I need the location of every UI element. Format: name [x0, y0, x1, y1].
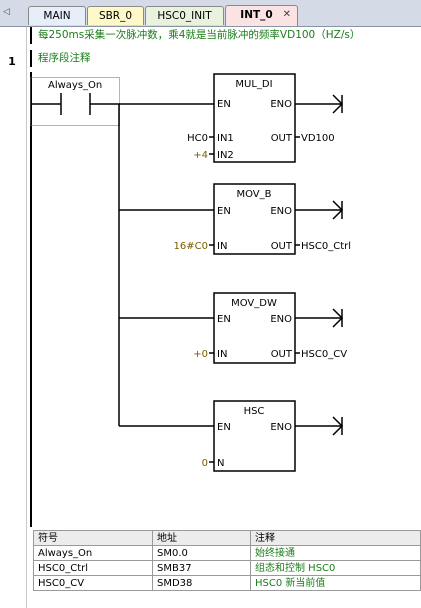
ladder-diagram: Always_On MUL_DI EN ENO IN1 IN2 OUT HC0 … — [30, 72, 351, 527]
program-comment[interactable]: 每250ms采集一次脉冲数，乘4就是当前脉冲的频率VD100（HZ/s） — [30, 27, 421, 44]
contact-selection-box — [30, 77, 120, 126]
tab-label: INT_0 — [240, 9, 273, 21]
block-title: MUL_DI — [235, 79, 272, 90]
line-gutter: 1 — [0, 27, 27, 608]
out-operand[interactable]: VD100 — [301, 133, 335, 144]
en-pin: EN — [217, 99, 231, 110]
column-header[interactable]: 注释 — [250, 530, 421, 546]
out-pin: OUT — [271, 349, 293, 360]
tab-int0[interactable]: INT_0 ✕ — [225, 5, 298, 26]
mov-b-block[interactable]: MOV_B EN ENO IN OUT — [213, 183, 296, 255]
in1-pin: IN1 — [217, 133, 234, 144]
address-cell: SMD38 — [152, 575, 251, 591]
tab-bar: ◁ MAIN SBR_0 HSC0_INIT INT_0 ✕ — [0, 0, 421, 27]
symbol-cell: HSC0_Ctrl — [33, 560, 153, 576]
table-row[interactable]: HSC0_Ctrl SMB37 组态和控制 HSC0 — [33, 560, 421, 576]
out-pin: OUT — [271, 133, 293, 144]
in1-operand[interactable]: HC0 — [187, 133, 208, 144]
en-pin: EN — [217, 422, 231, 433]
in-operand[interactable]: +0 — [193, 349, 208, 360]
mov-dw-block[interactable]: MOV_DW EN ENO IN OUT — [213, 292, 296, 364]
in-pin: IN — [217, 241, 227, 252]
in2-pin: IN2 — [217, 150, 234, 161]
symbol-table-header: 符号 地址 注释 — [33, 530, 421, 546]
in-pin: IN — [217, 349, 227, 360]
out-operand[interactable]: HSC0_CV — [301, 349, 347, 360]
column-header[interactable]: 符号 — [33, 530, 153, 546]
eno-pin: ENO — [270, 99, 292, 110]
tab-sbr0[interactable]: SBR_0 — [87, 6, 144, 25]
network-title[interactable]: 程序段注释 — [30, 50, 421, 67]
table-row[interactable]: HSC0_CV SMD38 HSC0 新当前值 — [33, 575, 421, 591]
column-header[interactable]: 地址 — [152, 530, 251, 546]
comment-cell: 始终接通 — [250, 545, 421, 561]
tab-hsc0-init[interactable]: HSC0_INIT — [145, 6, 224, 25]
eno-pin: ENO — [270, 422, 292, 433]
mul-di-block[interactable]: MUL_DI EN ENO IN1 IN2 OUT — [213, 73, 296, 163]
address-cell: SM0.0 — [152, 545, 251, 561]
n-operand[interactable]: 0 — [202, 458, 208, 469]
en-pin: EN — [217, 314, 231, 325]
tab-label: MAIN — [43, 10, 71, 22]
symbol-table: 符号 地址 注释 Always_On SM0.0 始终接通 HSC0_Ctrl … — [33, 530, 421, 591]
contact-label[interactable]: Always_On — [48, 80, 102, 91]
close-icon[interactable]: ✕ — [282, 9, 291, 20]
tab-main[interactable]: MAIN — [28, 6, 86, 25]
in-operand[interactable]: 16#C0 — [174, 241, 208, 252]
symbol-cell: Always_On — [33, 545, 153, 561]
address-cell: SMB37 — [152, 560, 251, 576]
n-pin: N — [217, 458, 224, 469]
hsc-block[interactable]: HSC EN ENO N — [213, 400, 296, 472]
block-title: MOV_B — [236, 189, 271, 200]
scroll-left-icon[interactable]: ◁ — [3, 7, 10, 17]
comment-cell: HSC0 新当前值 — [250, 575, 421, 591]
eno-pin: ENO — [270, 314, 292, 325]
in2-operand[interactable]: +4 — [193, 150, 208, 161]
en-pin: EN — [217, 206, 231, 217]
block-title: HSC — [244, 406, 265, 417]
block-title: MOV_DW — [231, 298, 277, 309]
network-number: 1 — [8, 55, 16, 68]
symbol-cell: HSC0_CV — [33, 575, 153, 591]
tab-label: SBR_0 — [98, 10, 133, 22]
out-pin: OUT — [271, 241, 293, 252]
eno-pin: ENO — [270, 206, 292, 217]
ladder-editor[interactable]: 1 每250ms采集一次脉冲数，乘4就是当前脉冲的频率VD100（HZ/s） 程… — [0, 27, 421, 608]
tab-label: HSC0_INIT — [157, 10, 212, 22]
table-row[interactable]: Always_On SM0.0 始终接通 — [33, 545, 421, 561]
comment-cell: 组态和控制 HSC0 — [250, 560, 421, 576]
out-operand[interactable]: HSC0_Ctrl — [301, 241, 351, 252]
